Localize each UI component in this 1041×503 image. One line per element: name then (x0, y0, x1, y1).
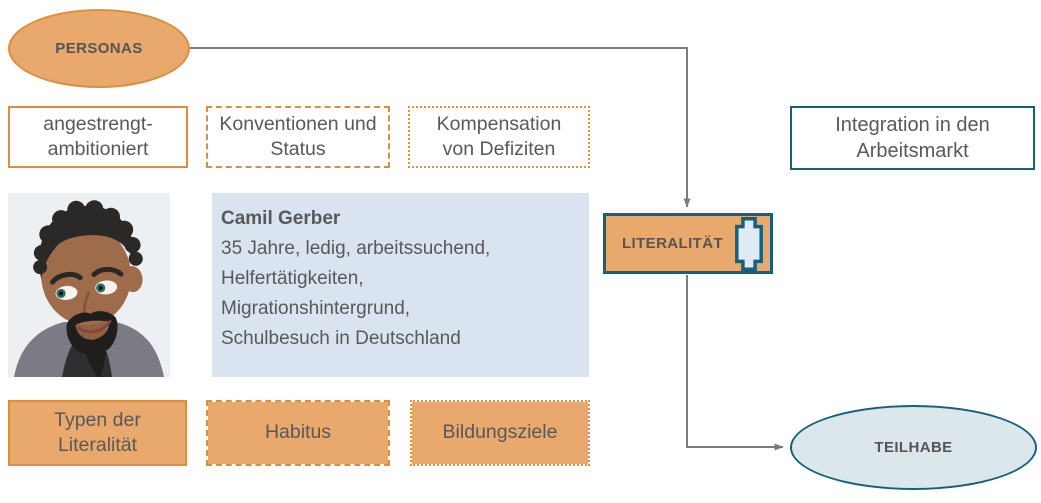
vertical-cross-plaque-icon (735, 216, 763, 271)
attribute-label: Konventionen und Status (219, 112, 377, 160)
arrow-literalitaet-to-teilhabe (686, 275, 784, 451)
attribute-label: angestrengt-ambitioniert (43, 112, 153, 160)
persona-info-card: Camil Gerber 35 Jahre, ledig, arbeitssuc… (212, 193, 589, 377)
attribute-box-typen-literalitaet: Typen der Literalität (8, 400, 187, 466)
attribute-box-konventionen-status: Konventionen und Status (206, 106, 390, 168)
persona-avatar (8, 193, 170, 377)
persona-detail-line: Migrationshintergrund, (221, 298, 411, 319)
attribute-label: Bildungsziele (442, 421, 558, 444)
attribute-box-kompensation-defizite: Kompensation von Defiziten (408, 106, 590, 168)
male-persona-avatar-icon (8, 193, 170, 377)
literalitaet-label: LITERALITÄT (621, 235, 724, 252)
attribute-box-habitus: Habitus (206, 400, 390, 466)
attribute-label: Habitus (264, 421, 332, 444)
persona-name: Camil Gerber (221, 208, 341, 229)
literalitaet-node: LITERALITÄT (603, 213, 773, 274)
attribute-label: Kompensation von Defiziten (436, 112, 562, 160)
personas-node: PERSONAS (8, 9, 190, 88)
teilhabe-label: TEILHABE (874, 439, 953, 456)
integration-label: Integration in den Arbeitsmarkt (835, 114, 990, 162)
teilhabe-node: TEILHABE (790, 405, 1037, 490)
attribute-box-angestrengt-ambitioniert: angestrengt-ambitioniert (8, 106, 188, 168)
attribute-label: Typen der Literalität (54, 408, 141, 456)
persona-detail-line: Schulbesuch in Deutschland (221, 328, 461, 349)
integration-arbeitsmarkt-box: Integration in den Arbeitsmarkt (790, 106, 1035, 170)
persona-detail-line: 35 Jahre, ledig, arbeitssuchend, (221, 238, 491, 259)
attribute-box-bildungsziele: Bildungsziele (410, 400, 590, 466)
persona-detail-line: Helfertätigkeiten, (221, 268, 364, 289)
personas-label: PERSONAS (55, 40, 143, 57)
